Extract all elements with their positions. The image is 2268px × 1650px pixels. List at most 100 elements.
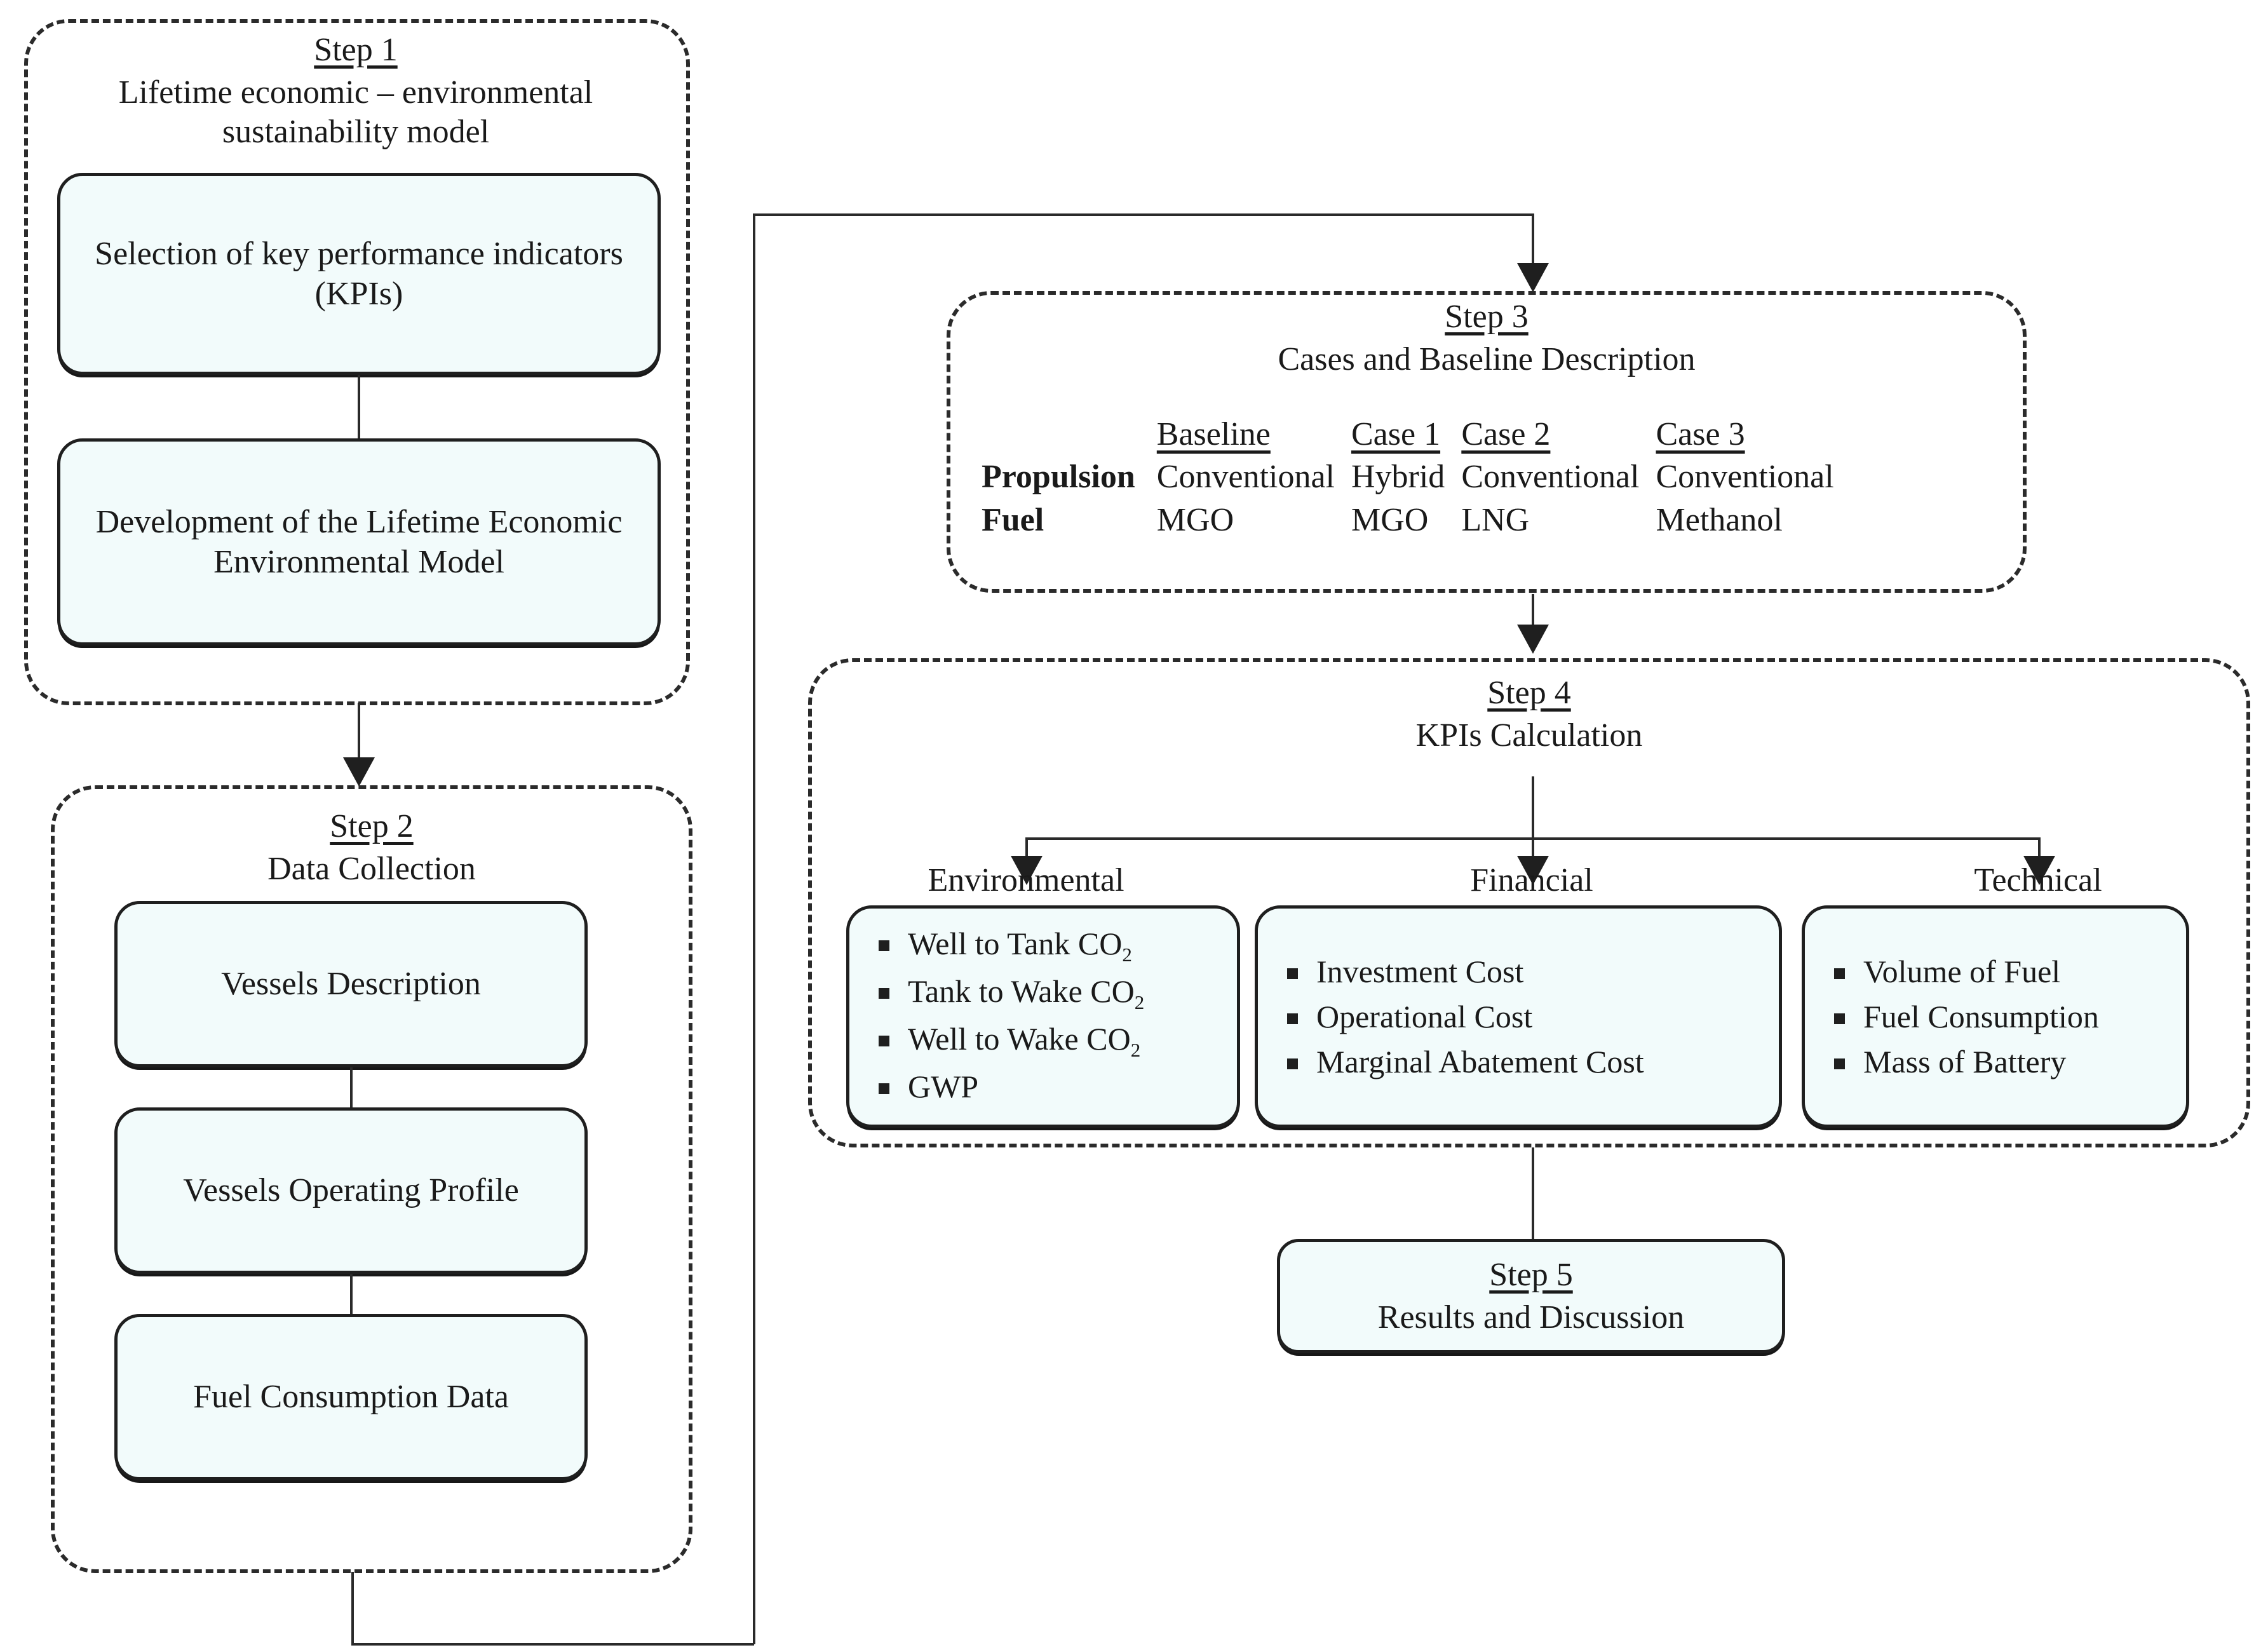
arrow-step4-to-environmental <box>1011 856 1043 885</box>
list-item: Well to Wake CO2 <box>875 1017 1237 1064</box>
kpi-item-text: Operational Cost <box>1316 998 1533 1034</box>
case-table-corner-cell <box>982 413 1157 456</box>
list-item: Marginal Abatement Cost <box>1283 1039 1779 1085</box>
step-4-group <box>808 658 2250 1147</box>
case-table-col-header-case2: Case 2 <box>1461 416 1551 452</box>
list-item: Investment Cost <box>1283 949 1779 994</box>
kpi-item-subscript: 2 <box>1122 943 1132 966</box>
table-row: Fuel MGO MGO LNG Methanol <box>982 499 1851 541</box>
step-1-box-kpi-selection[interactable]: Selection of key performance indicators … <box>57 173 661 375</box>
step-2-group <box>51 785 692 1573</box>
connector-step2-exit-down <box>351 1572 354 1644</box>
connector-step1-box1-to-box2 <box>358 375 360 438</box>
connector-step4-branch-technical <box>2038 837 2041 859</box>
kpi-item-text: Well to Wake CO <box>908 1021 1131 1057</box>
case-table-cell-propulsion-case2: Conventional <box>1461 459 1640 496</box>
kpi-category-label-financial: Financial <box>1470 862 1593 898</box>
kpi-item-text: Mass of Battery <box>1863 1043 2067 1079</box>
list-item: Well to Tank CO2 <box>875 921 1237 969</box>
kpi-item-text: Fuel Consumption <box>1863 998 2099 1034</box>
kpi-box-financial[interactable]: Investment Cost Operational Cost Margina… <box>1255 905 1782 1128</box>
connector-step2-box1-to-box2 <box>350 1067 353 1107</box>
case-table-col-header-case3: Case 3 <box>1656 416 1745 452</box>
case-table-row-header-propulsion: Propulsion <box>982 459 1135 496</box>
kpi-item-text: GWP <box>908 1069 979 1105</box>
step-5-heading: Step 5 Results and Discussion <box>1280 1255 1782 1337</box>
arrow-step3-to-step4 <box>1517 625 1549 654</box>
list-item: Operational Cost <box>1283 994 1779 1039</box>
table-row: Propulsion Conventional Hybrid Conventio… <box>982 456 1851 498</box>
step-2-box-operating-profile-label: Vessels Operating Profile <box>183 1172 519 1209</box>
step-2-heading: Step 2 Data Collection <box>64 807 680 889</box>
case-table-col-header-case1: Case 1 <box>1351 416 1441 452</box>
list-item: GWP <box>875 1064 1237 1112</box>
kpi-item-text: Investment Cost <box>1316 953 1524 989</box>
case-table-cell-propulsion-baseline: Conventional <box>1156 459 1335 496</box>
list-item: Volume of Fuel <box>1830 949 2186 994</box>
case-table-cell-propulsion-case3: Conventional <box>1656 459 1834 496</box>
step-5-number: Step 5 <box>1489 1256 1573 1293</box>
connector-step4-branch-financial <box>1532 837 1534 859</box>
kpi-item-text: Tank to Wake CO <box>908 973 1135 1009</box>
arrow-step4-to-technical <box>2023 856 2055 885</box>
step-1-box-model-development[interactable]: Development of the Lifetime Economic Env… <box>57 438 661 646</box>
connector-step3-to-step4 <box>1532 594 1534 627</box>
step-2-box-fuel-consumption-data-label: Fuel Consumption Data <box>193 1379 509 1416</box>
step-1-number: Step 1 <box>314 32 398 68</box>
step-1-heading: Step 1 Lifetime economic – environmental… <box>38 30 673 151</box>
arrow-step4-to-financial <box>1517 856 1549 885</box>
kpi-category-label-technical: Technical <box>1974 862 2102 898</box>
kpi-list-technical: Volume of Fuel Fuel Consumption Mass of … <box>1805 949 2186 1085</box>
step-5-box-results-and-discussion[interactable]: Step 5 Results and Discussion <box>1277 1239 1785 1353</box>
step-1-box-kpi-selection-label: Selection of key performance indicators … <box>95 235 623 312</box>
table-row-headers: Baseline Case 1 Case 2 Case 3 <box>982 413 1851 456</box>
connector-step2-box2-to-box3 <box>350 1274 353 1314</box>
step-2-box-fuel-consumption-data[interactable]: Fuel Consumption Data <box>114 1314 588 1480</box>
kpi-item-text: Marginal Abatement Cost <box>1316 1043 1644 1079</box>
kpi-list-financial: Investment Cost Operational Cost Margina… <box>1258 949 1779 1085</box>
kpi-list-environmental: Well to Tank CO2 Tank to Wake CO2 Well t… <box>849 921 1237 1112</box>
case-table-cell-fuel-case2: LNG <box>1461 501 1530 538</box>
list-item: Fuel Consumption <box>1830 994 2186 1039</box>
kpi-category-label-environmental: Environmental <box>928 862 1124 898</box>
kpi-box-environmental[interactable]: Well to Tank CO2 Tank to Wake CO2 Well t… <box>846 905 1240 1128</box>
connector-step4-stem <box>1532 776 1534 837</box>
step-2-box-vessels-description[interactable]: Vessels Description <box>114 901 588 1067</box>
step-3-cases-table: Baseline Case 1 Case 2 Case 3 Propulsion… <box>982 413 1851 541</box>
step-5-subtitle: Results and Discussion <box>1377 1299 1685 1336</box>
connector-step4-branch-environmental <box>1025 837 1028 859</box>
kpi-box-technical[interactable]: Volume of Fuel Fuel Consumption Mass of … <box>1802 905 2189 1128</box>
step-1-subtitle: Lifetime economic – environmental sustai… <box>118 74 593 150</box>
arrow-loop-into-step3 <box>1517 263 1549 292</box>
step-3-subtitle: Cases and Baseline Description <box>1278 341 1696 378</box>
step-1-box-model-development-label: Development of the Lifetime Economic Env… <box>95 503 623 580</box>
arrow-step1-to-step2 <box>343 757 375 787</box>
case-table-cell-fuel-baseline: MGO <box>1156 501 1234 538</box>
connector-loop-bottom <box>351 1643 754 1646</box>
step-2-subtitle: Data Collection <box>267 851 476 888</box>
connector-loop-top <box>753 213 1533 216</box>
connector-step4-to-step5 <box>1532 1147 1534 1241</box>
step-3-heading: Step 3 Cases and Baseline Description <box>959 297 2014 379</box>
list-item: Mass of Battery <box>1830 1039 2186 1085</box>
case-table-cell-propulsion-case1: Hybrid <box>1351 459 1445 496</box>
kpi-item-subscript: 2 <box>1134 991 1145 1013</box>
connector-loop-right-vertical <box>753 213 755 1644</box>
step-2-box-operating-profile[interactable]: Vessels Operating Profile <box>114 1107 588 1274</box>
step-4-subtitle: KPIs Calculation <box>1415 717 1643 754</box>
list-item: Tank to Wake CO2 <box>875 969 1237 1017</box>
case-table-cell-fuel-case1: MGO <box>1351 501 1429 538</box>
connector-loop-into-step3 <box>1532 213 1534 272</box>
step-4-heading: Step 4 KPIs Calculation <box>821 673 2238 755</box>
kpi-item-text: Well to Tank CO <box>908 925 1123 961</box>
step-2-box-vessels-description-label: Vessels Description <box>221 966 481 1003</box>
case-table-row-header-fuel: Fuel <box>982 501 1044 538</box>
case-table-cell-fuel-case3: Methanol <box>1656 501 1783 538</box>
step-1-group <box>24 19 690 705</box>
kpi-item-text: Volume of Fuel <box>1863 953 2061 989</box>
step-2-number: Step 2 <box>330 808 414 844</box>
step-4-number: Step 4 <box>1487 675 1571 711</box>
kpi-item-subscript: 2 <box>1130 1039 1141 1061</box>
connector-step1-to-step2 <box>358 703 360 764</box>
